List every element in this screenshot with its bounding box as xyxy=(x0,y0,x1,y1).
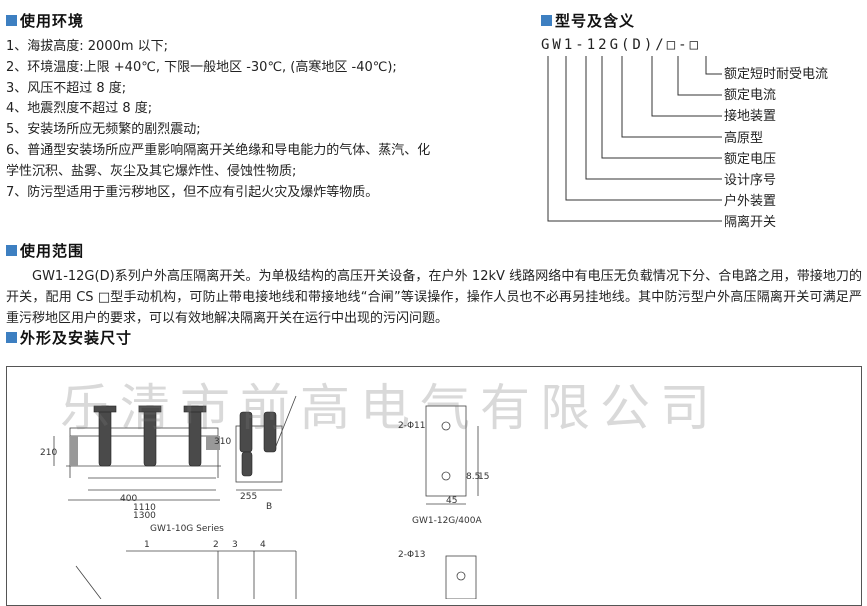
model-section-title: 型号及含义 xyxy=(541,10,635,31)
dim-400: 400 xyxy=(120,494,138,504)
part-1: 1 xyxy=(144,540,150,550)
env-item: 6、普通型安装场所应严重影响隔离开关绝缘和导电能力的气体、蒸汽、化 xyxy=(6,142,431,158)
meaning-item: 额定短时耐受电流 xyxy=(724,67,829,82)
dim-phi13: 2-Φ13 xyxy=(398,550,426,560)
meaning-item: 高原型 xyxy=(724,130,764,146)
dim-8-5: 8.5 xyxy=(466,472,481,482)
dims-section-title: 外形及安装尺寸 xyxy=(6,327,132,348)
env-list: 1、海拔高度: 2000m 以下; 2、环境温度:上限 +40℃, 下限一般地区… xyxy=(6,37,526,203)
meaning-item: 额定电压 xyxy=(724,151,777,167)
env-item: 4、地震烈度不超过 8 度; xyxy=(6,101,153,117)
dim-255: 255 xyxy=(240,492,258,502)
dim-15: 15 xyxy=(478,472,490,482)
env-item: 学性沉积、盐雾、灰尘及其它爆炸性、侵蚀性物质; xyxy=(6,163,297,179)
dim-phi11: 2-Φ11 xyxy=(398,421,426,431)
company-watermark: 乐清市前高电气有限公司 xyxy=(60,379,720,437)
dim-1110: 1110 xyxy=(133,503,156,513)
square-bullet-icon xyxy=(6,15,17,26)
meaning-item: 隔离开关 xyxy=(724,215,777,231)
technical-drawing xyxy=(53,395,479,599)
env-item: 5、安装场所应无频繁的剧烈震动; xyxy=(6,122,201,138)
meaning-item: 额定电流 xyxy=(724,88,777,104)
env-section-title: 使用环境 xyxy=(6,10,84,31)
dim-310: 310 xyxy=(214,437,232,447)
part-2: 2 xyxy=(213,540,219,550)
meaning-item: 户外装置 xyxy=(724,194,777,210)
square-bullet-icon xyxy=(6,332,17,343)
model-code: GW1-12G(D)/□-□ xyxy=(541,37,702,53)
series-label: GW1-10G Series xyxy=(150,524,224,534)
env-item: 1、海拔高度: 2000m 以下; xyxy=(6,39,169,54)
part-3: 3 xyxy=(232,540,238,550)
part-4: 4 xyxy=(260,540,266,550)
dim-210: 210 xyxy=(40,448,58,458)
dim-1300: 1300 xyxy=(133,511,156,521)
range-paragraph: GW1-12G(D)系列户外高压隔离开关。为单极结构的高压开关设备，在户外 12… xyxy=(6,269,862,326)
dim-b: B xyxy=(266,502,273,512)
model-leader-lines xyxy=(547,56,722,222)
square-bullet-icon xyxy=(541,15,552,26)
dim-45: 45 xyxy=(446,496,458,506)
model-meanings: 额定短时耐受电流 额定电流 接地装置 高原型 额定电压 设计序号 户外装置 隔离… xyxy=(724,64,828,234)
square-bullet-icon xyxy=(6,245,17,256)
env-item: 3、风压不超过 8 度; xyxy=(6,80,127,96)
env-item: 7、防污型适用于重污秽地区，但不应有引起火灾及爆炸等物质。 xyxy=(6,184,379,200)
env-item: 2、环境温度:上限 +40℃, 下限一般地区 -30℃, (高寒地区 -40℃)… xyxy=(6,59,397,75)
meaning-item: 接地装置 xyxy=(724,109,777,125)
meaning-item: 设计序号 xyxy=(724,173,777,189)
model-400a-label: GW1-12G/400A xyxy=(412,516,482,526)
range-section-title: 使用范围 xyxy=(6,240,84,261)
